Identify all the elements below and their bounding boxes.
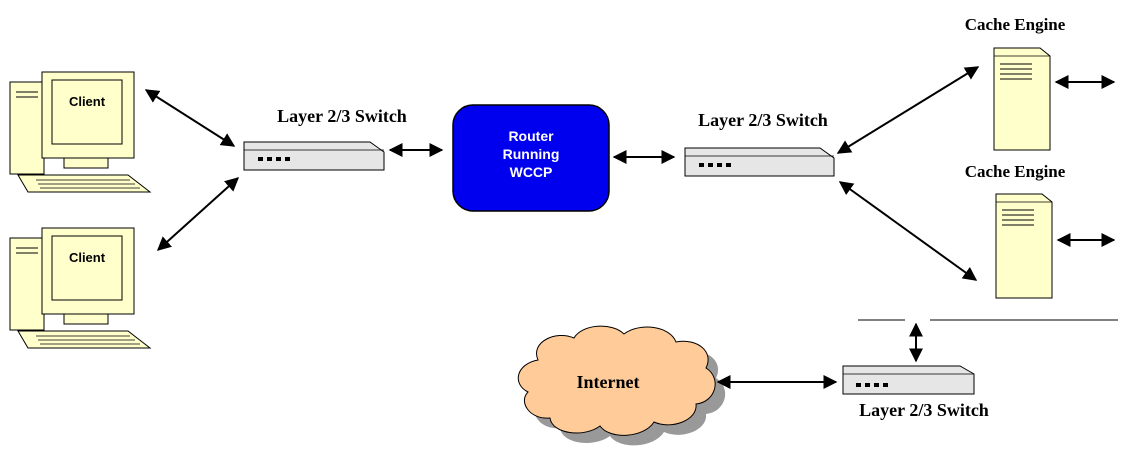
arrow-client1-switch <box>144 89 236 147</box>
switch-left: Layer 2/3 Switch <box>243 106 407 171</box>
cache-engine-2-label: Cache Engine <box>965 162 1066 181</box>
client-label-2: Client <box>69 250 106 265</box>
cache-engine-2: Cache Engine <box>965 162 1066 299</box>
client-computer-1: Client <box>9 71 152 193</box>
switch-left-label: Layer 2/3 Switch <box>277 106 407 126</box>
router-wccp: Router Running WCCP <box>452 104 610 212</box>
arrow-switch-cache2 <box>838 181 978 281</box>
internet-cloud: Internet <box>517 325 726 446</box>
switch-right-label: Layer 2/3 Switch <box>698 110 828 130</box>
cache-engine-1: Cache Engine <box>965 15 1066 151</box>
router-label-line3: WCCP <box>510 164 553 180</box>
arrow-switch-cache1 <box>836 66 980 154</box>
router-label-line2: Running <box>503 146 560 162</box>
internet-label: Internet <box>577 372 640 392</box>
router-label-line1: Router <box>508 128 554 144</box>
connection-arrows <box>144 66 1116 389</box>
arrow-client2-switch <box>156 177 240 251</box>
client-computer-2: Client <box>9 227 152 349</box>
switch-right: Layer 2/3 Switch <box>684 110 835 177</box>
cache-engine-1-label: Cache Engine <box>965 15 1066 34</box>
client-label-1: Client <box>69 94 106 109</box>
switch-bottom: Layer 2/3 Switch <box>842 365 989 420</box>
switch-bottom-label: Layer 2/3 Switch <box>859 400 989 420</box>
